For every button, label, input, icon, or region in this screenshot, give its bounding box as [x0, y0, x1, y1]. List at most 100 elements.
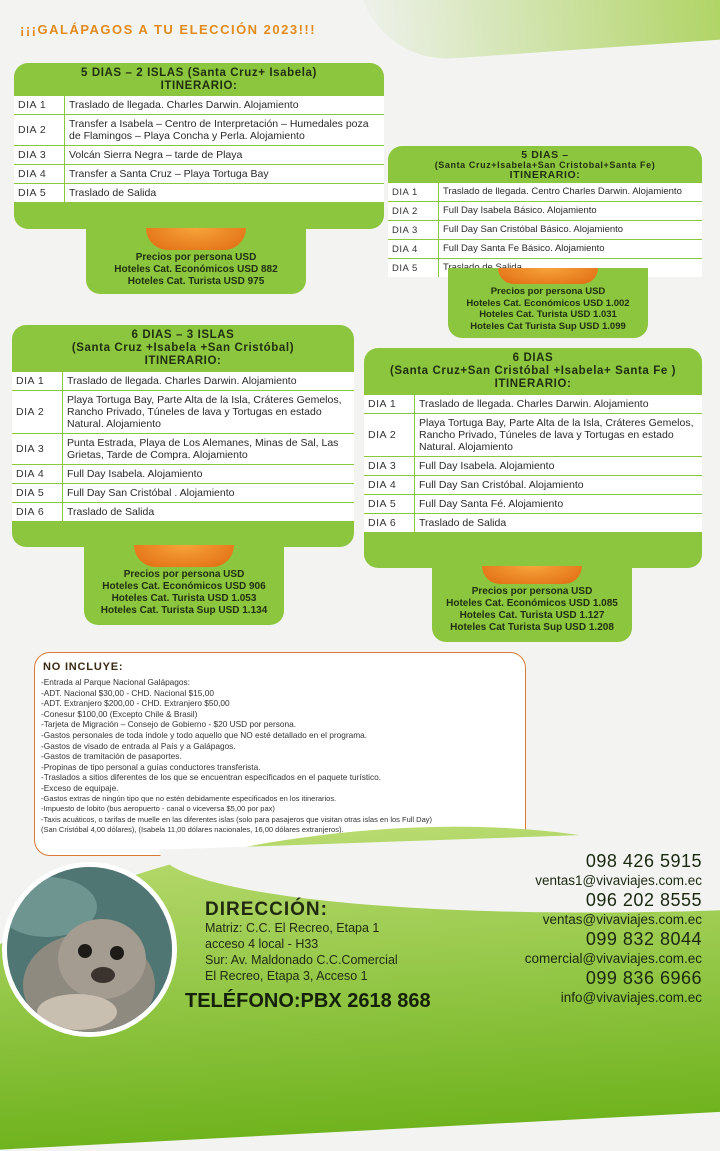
list-item: -Entrada al Parque Nacional Galápagos:	[41, 677, 190, 687]
day-label: DIA 2	[364, 414, 415, 456]
list-item: -Taxis acuáticos, o tarifas de muelle en…	[41, 814, 433, 824]
price-line: Precios por persona USD	[490, 286, 606, 297]
itinerary-label: ITINERARIO:	[494, 378, 572, 390]
day-description: Full Day San Cristóbal Básico. Alojamien…	[443, 224, 624, 235]
list-item: -Gastos extras de ningún tipo que no est…	[41, 793, 337, 803]
list-item: -Gastos personales de toda índole y todo…	[41, 729, 368, 740]
address-line: El Recreo, Etapa 3, Acceso 1	[205, 969, 368, 983]
day-description: Full Day Santa Fé. Alojamiento	[419, 498, 564, 510]
package-heading: 6 DIAS – 3 ISLAS	[131, 329, 235, 341]
price-line: Hoteles Cat. Turista USD 975	[127, 276, 265, 287]
day-label: DIA 2	[388, 202, 439, 220]
price-line: Hoteles Cat. Económicos USD 1.002	[466, 297, 630, 309]
day-label: DIA 4	[14, 165, 65, 183]
price-line: Hoteles Cat. Turista Sup USD 1.134	[100, 605, 268, 616]
no-incluye-list: -Entrada al Parque Nacional Galápagos: -…	[41, 677, 432, 836]
day-label: DIA 1	[14, 96, 65, 114]
package-card-2: 5 DIAS – (Santa Cruz+Isabela+San Cristob…	[388, 146, 702, 277]
list-item: -Tarjeta de Migración – Consejo de Gobie…	[41, 719, 297, 730]
price-line: Hoteles Cat. Turista USD 1.031	[479, 309, 617, 320]
day-description: Traslado de llegada. Charles Darwin. Alo…	[67, 375, 297, 387]
orange-egg-decoration	[498, 268, 598, 284]
day-label: DIA 3	[12, 434, 63, 464]
day-label: DIA 5	[12, 484, 63, 502]
day-row: DIA 1 Traslado de llegada. Charles Darwin…	[12, 371, 354, 390]
day-label: DIA 4	[12, 465, 63, 483]
day-description: Full Day Isabela. Alojamiento	[67, 468, 203, 480]
no-incluye-heading: NO INCLUYE:	[43, 661, 124, 673]
package-card-4: 6 DIAS (Santa Cruz+San Cristóbal +Isabel…	[364, 348, 702, 568]
day-description: Playa Tortuga Bay, Parte Alta de la Isla…	[67, 394, 342, 430]
day-description: Punta Estrada, Playa de Los Alemanes, Mi…	[67, 437, 339, 461]
price-line: Precios por persona USD	[123, 569, 245, 580]
address-line: Sur: Av. Maldonado C.C.Comercial	[205, 953, 398, 967]
price-line: Hoteles Cat Turista Sup USD 1.099	[470, 320, 626, 332]
day-row: DIA 6 Traslado de Salida	[12, 502, 354, 521]
day-description: Traslado de Salida	[419, 517, 507, 529]
contact-list: 098 426 5915 ventas1@vivaviajes.com.ec 0…	[525, 850, 702, 1006]
page-title: ¡¡¡GALÁPAGOS A TU ELECCIÓN 2023!!!	[20, 22, 317, 37]
price-line: Hoteles Cat. Económicos USD 1.085	[446, 598, 618, 609]
day-description: Traslado de llegada. Centro Charles Darw…	[443, 186, 682, 197]
day-description: Traslado de Salida	[69, 187, 157, 199]
list-item: -Impuesto de lobito (bus aeropuerto - ca…	[41, 804, 275, 814]
price-tab-3: Precios por persona USD Hoteles Cat. Eco…	[84, 545, 284, 625]
day-description: Traslado de llegada. Charles Darwin. Alo…	[419, 398, 649, 410]
package-heading: 6 DIAS	[512, 352, 554, 364]
day-row: DIA 3 Full Day San Cristóbal Básico. Aloj…	[388, 220, 702, 239]
phone-number: 098 426 5915	[585, 851, 702, 871]
day-label: DIA 1	[12, 372, 63, 390]
address-heading: DIRECCIÓN:	[205, 899, 328, 920]
price-line: Hoteles Cat. Turista USD 1.053	[111, 593, 257, 604]
package-subheading: (Santa Cruz+San Cristóbal +Isabela+ Sant…	[389, 365, 677, 377]
day-label: DIA 3	[388, 221, 439, 239]
itinerary-label: ITINERARIO:	[509, 169, 581, 181]
price-line: Hoteles Cat. Económicos USD 882	[114, 264, 278, 275]
sea-lion-illustration	[7, 867, 172, 1032]
orange-egg-decoration	[146, 228, 246, 250]
list-item: -Traslados a sitios diferentes de los qu…	[41, 772, 382, 783]
day-description: Full Day Santa Fe Básico. Alojamiento	[443, 243, 605, 254]
package-subheading: (Santa Cruz+Isabela+San Cristobal+Santa …	[434, 160, 656, 170]
itinerary-label: ITINERARIO:	[144, 355, 222, 367]
day-row: DIA 4 Full Day Isabela. Alojamiento	[12, 464, 354, 483]
day-label: DIA 1	[388, 183, 439, 201]
day-description: Traslado de Salida	[439, 259, 526, 277]
day-label: DIA 5	[14, 184, 65, 202]
day-label: DIA 5	[364, 495, 415, 513]
price-line: Hoteles Cat. Económicos USD 906	[102, 581, 266, 592]
list-item: -Gastos de visado de entrada al País y a…	[41, 740, 236, 751]
list-item: -ADT. Nacional $30,00 - CHD. Nacional $1…	[41, 687, 214, 698]
telephone-pbx: TELÉFONO:PBX 2618 868	[185, 990, 431, 1012]
price-tab-1: Precios por persona USD Hoteles Cat. Eco…	[86, 228, 306, 294]
price-tab-2: Precios por persona USD Hoteles Cat. Eco…	[448, 268, 648, 338]
orange-egg-decoration	[482, 566, 582, 584]
itinerary-label: ITINERARIO:	[160, 80, 238, 92]
address-line: Matriz: C.C. El Recreo, Etapa 1	[205, 921, 380, 935]
day-row: DIA 5 Traslado de Salida	[14, 183, 384, 202]
day-label: DIA 2	[14, 115, 65, 145]
price-line: Hoteles Cat Turista Sup USD 1.208	[450, 622, 614, 633]
day-description: Playa Tortuga Bay, Parte Alta de la Isla…	[419, 417, 694, 453]
list-item: -Exceso de equipaje.	[41, 782, 119, 793]
address-line: acceso 4 local - H33	[205, 937, 319, 951]
day-label: DIA 2	[12, 391, 63, 433]
phone-number: 099 836 6966	[585, 968, 702, 988]
day-label: DIA 6	[12, 503, 63, 521]
package-subheading: (Santa Cruz +Isabela +San Cristóbal)	[71, 342, 295, 354]
day-description: Traslado de Salida	[67, 506, 155, 518]
package-card-3: 6 DIAS – 3 ISLAS (Santa Cruz +Isabela +S…	[12, 325, 354, 547]
package-card-1: 5 DIAS – 2 ISLAS (Santa Cruz+ Isabela) I…	[14, 63, 384, 229]
sea-lion-photo	[2, 862, 177, 1037]
price-tab-4: Precios por persona USD Hoteles Cat. Eco…	[432, 566, 632, 642]
